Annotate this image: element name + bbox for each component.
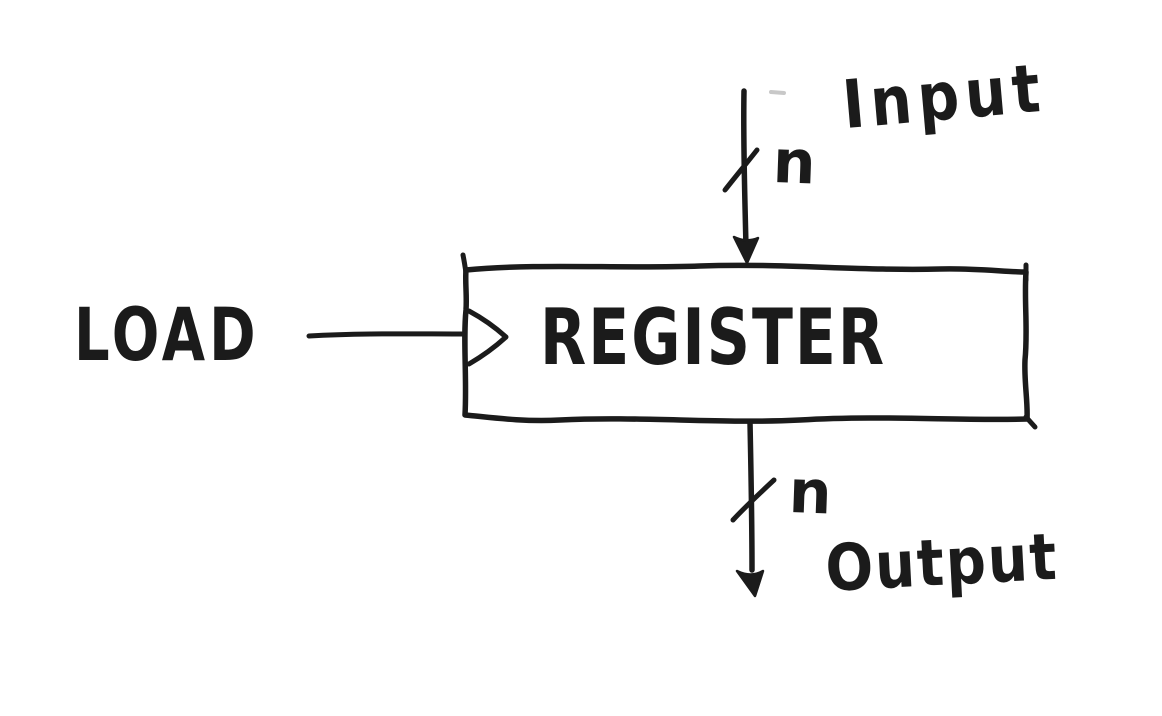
box-corner-tick-topleft <box>460 252 469 276</box>
input-bus-width-label: n <box>771 127 817 199</box>
output-bus-width-label: n <box>787 457 833 529</box>
input-arrowhead <box>732 235 760 265</box>
box-corner-tick-bottomright <box>1023 414 1038 430</box>
stray-pencil-dash <box>769 90 786 95</box>
input-label: Input <box>839 48 1049 145</box>
clock-triangle-icon <box>466 308 509 367</box>
load-label: LOAD <box>74 293 260 378</box>
output-bus-slash <box>730 477 777 523</box>
input-bus-slash <box>722 147 760 193</box>
input-arrow-shaft <box>740 88 749 251</box>
output-arrow-shaft <box>747 419 755 573</box>
output-arrowhead <box>735 569 765 598</box>
register-block-label: REGISTER <box>540 292 887 384</box>
load-wire <box>306 331 466 339</box>
output-label: Output <box>823 520 1061 607</box>
